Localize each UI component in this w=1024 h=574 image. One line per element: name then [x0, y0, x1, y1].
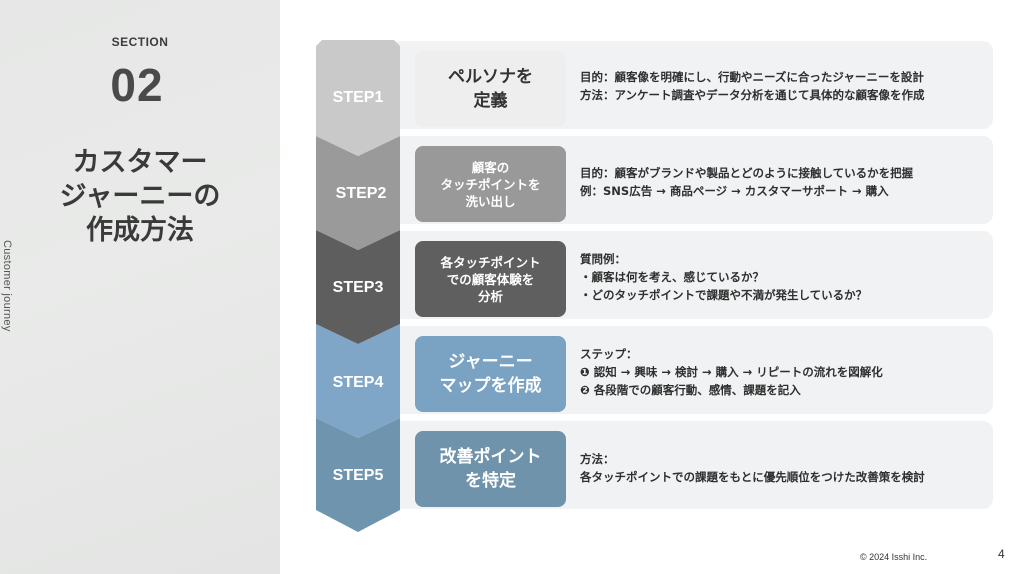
step-title-2: 顧客の タッチポイントを 洗い出し [415, 146, 566, 222]
step-chevron-5 [316, 418, 400, 532]
section-title: カスタマー ジャーニーの 作成方法 [59, 147, 221, 246]
section-panel [0, 0, 280, 574]
step-chevron-1 [316, 40, 400, 156]
step-chevron-4 [316, 324, 400, 438]
section-label: SECTION [111, 35, 169, 49]
step-title-4: ジャーニー マップを作成 [415, 336, 566, 412]
step-label-4: STEP4 [333, 374, 384, 391]
step-description-2: 目的：顧客がブランドや製品とどのように接触しているかを把握 例：SNS広告 → … [580, 166, 914, 198]
step-arrow-column: STEP1 STEP2 STEP3 STEP4 STEP5 [316, 40, 400, 532]
side-label: Customer journey [1, 240, 13, 332]
step-label-1: STEP1 [333, 89, 384, 106]
step-title-1: ペルソナを 定義 [415, 51, 566, 127]
step-label-2: STEP2 [336, 185, 387, 202]
step-description-5: 方法： 各タッチポイントでの課題をもとに優先順位をつけた改善策を検討 [580, 452, 925, 484]
step-title-3: 各タッチポイント での顧客体験を 分析 [415, 241, 566, 317]
step-title-5: 改善ポイント を特定 [415, 431, 566, 507]
section-number: 02 [110, 59, 164, 111]
step-description-4: ステップ： ❶ 認知 → 興味 → 検討 → 購入 → リピートの流れを図解化 … [580, 347, 883, 397]
copyright: © 2024 Isshi Inc. [860, 552, 928, 562]
step-chevron-2 [316, 136, 400, 250]
step-chevron-3 [316, 230, 400, 344]
step-description-3: 質問例： ・顧客は何を考え、感じているか？ ・どのタッチポイントで課題や不満が発… [580, 252, 868, 302]
step-label-5: STEP5 [333, 467, 384, 484]
step-description-1: 目的：顧客像を明確にし、行動やニーズに合ったジャーニーを設計 方法：アンケート調… [580, 70, 925, 102]
page-number: 4 [998, 547, 1005, 561]
step-label-3: STEP3 [333, 279, 384, 296]
